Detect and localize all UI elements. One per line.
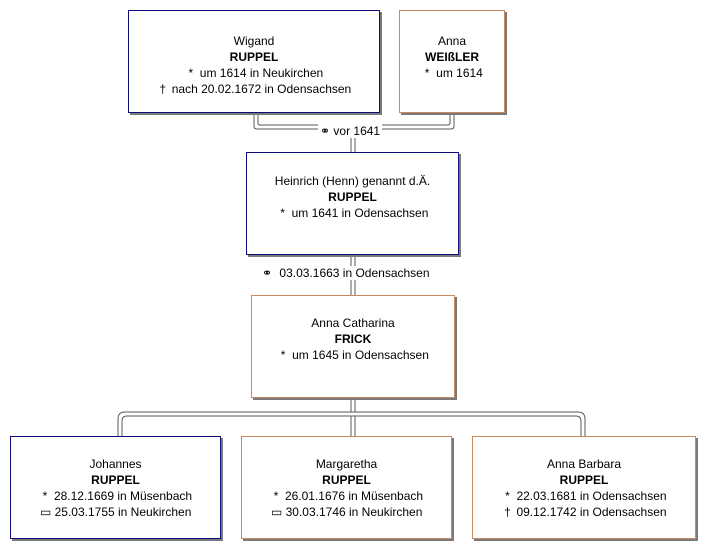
death-event: † 09.12.1742 in Odensachsen	[473, 504, 695, 520]
given-name: Anna Catharina	[311, 316, 395, 330]
person-anna-weissler[interactable]: Anna WEIßLER * um 1614	[399, 10, 505, 113]
birth-text: um 1614 in Neukirchen	[199, 66, 324, 80]
given-name: Johannes	[89, 457, 142, 471]
given-name: Heinrich (Henn) genannt d.Ä.	[274, 174, 431, 188]
main-marriage-label: ⚭ 03.03.1663 in Odensachsen	[260, 266, 432, 280]
burial-text: 25.03.1755 in Neukirchen	[54, 505, 192, 519]
birth-event: * 28.12.1669 in Müsenbach	[11, 488, 220, 504]
birth-text: um 1645 in Odensachsen	[292, 348, 429, 362]
death-icon: †	[159, 82, 167, 96]
person-anna-barbara[interactable]: Anna Barbara RUPPEL * 22.03.1681 in Odens…	[472, 436, 696, 539]
death-text: nach 20.02.1672 in Odensachsen	[171, 82, 352, 96]
surname: RUPPEL	[229, 50, 279, 64]
surname: RUPPEL	[328, 190, 377, 204]
birth-icon: *	[188, 66, 194, 80]
person-anna-catharina[interactable]: Anna Catharina FRICK * um 1645 in Odensac…	[251, 295, 455, 398]
burial-event: ▭25.03.1755 in Neukirchen	[11, 504, 220, 520]
death-event: † nach 20.02.1672 in Odensachsen	[129, 81, 379, 97]
birth-icon: *	[424, 66, 430, 80]
birth-event: * 22.03.1681 in Odensachsen	[473, 488, 695, 504]
person-wigand[interactable]: Wigand RUPPEL * um 1614 in Neukirchen † na…	[128, 10, 380, 113]
birth-text: 26.01.1676 in Müsenbach	[284, 489, 424, 503]
surname: WEIßLER	[425, 50, 479, 64]
birth-icon: *	[280, 348, 286, 362]
given-name: Anna	[437, 34, 467, 48]
birth-event: * um 1614 in Neukirchen	[129, 65, 379, 81]
children-bus-outer	[117, 411, 586, 436]
birth-text: 28.12.1669 in Müsenbach	[53, 489, 193, 503]
person-johannes[interactable]: Johannes RUPPEL * 28.12.1669 in Müsenbach…	[10, 436, 221, 539]
person-margaretha[interactable]: Margaretha RUPPEL * 26.01.1676 in Müsenba…	[241, 436, 452, 539]
parents-marriage-date: vor 1641	[333, 124, 381, 138]
person-heinrich[interactable]: Heinrich (Henn) genannt d.Ä. RUPPEL * um …	[246, 152, 459, 255]
given-name: Wigand	[233, 34, 275, 48]
death-icon: †	[504, 505, 511, 519]
burial-text: 30.03.1746 in Neukirchen	[285, 505, 423, 519]
surname: RUPPEL	[322, 473, 371, 487]
main-marriage-date: 03.03.1663 in Odensachsen	[279, 266, 430, 280]
birth-text: um 1614	[436, 66, 483, 80]
burial-icon: ▭	[270, 505, 283, 519]
birth-text: 22.03.1681 in Odensachsen	[516, 489, 667, 503]
death-text: 09.12.1742 in Odensachsen	[516, 505, 667, 519]
given-name: Anna Barbara	[546, 457, 622, 471]
surname: FRICK	[334, 332, 372, 346]
birth-icon: *	[505, 489, 510, 503]
surname: RUPPEL	[91, 473, 140, 487]
parents-marriage-label: ⚭ vor 1641	[318, 124, 383, 138]
birth-event: * um 1641 in Odensachsen	[247, 205, 458, 221]
birth-event: * um 1645 in Odensachsen	[252, 347, 454, 363]
birth-text: um 1641 in Odensachsen	[291, 206, 429, 220]
surname: RUPPEL	[559, 473, 609, 487]
burial-event: ▭30.03.1746 in Neukirchen	[242, 504, 451, 520]
birth-icon: *	[273, 489, 279, 503]
burial-icon: ▭	[39, 505, 52, 519]
given-name: Margaretha	[315, 457, 378, 471]
birth-event: * um 1614	[400, 65, 504, 81]
marriage-icon: ⚭	[262, 266, 273, 280]
birth-event: * 26.01.1676 in Müsenbach	[242, 488, 451, 504]
birth-icon: *	[280, 206, 285, 220]
marriage-icon: ⚭	[320, 124, 331, 138]
birth-icon: *	[42, 489, 48, 503]
